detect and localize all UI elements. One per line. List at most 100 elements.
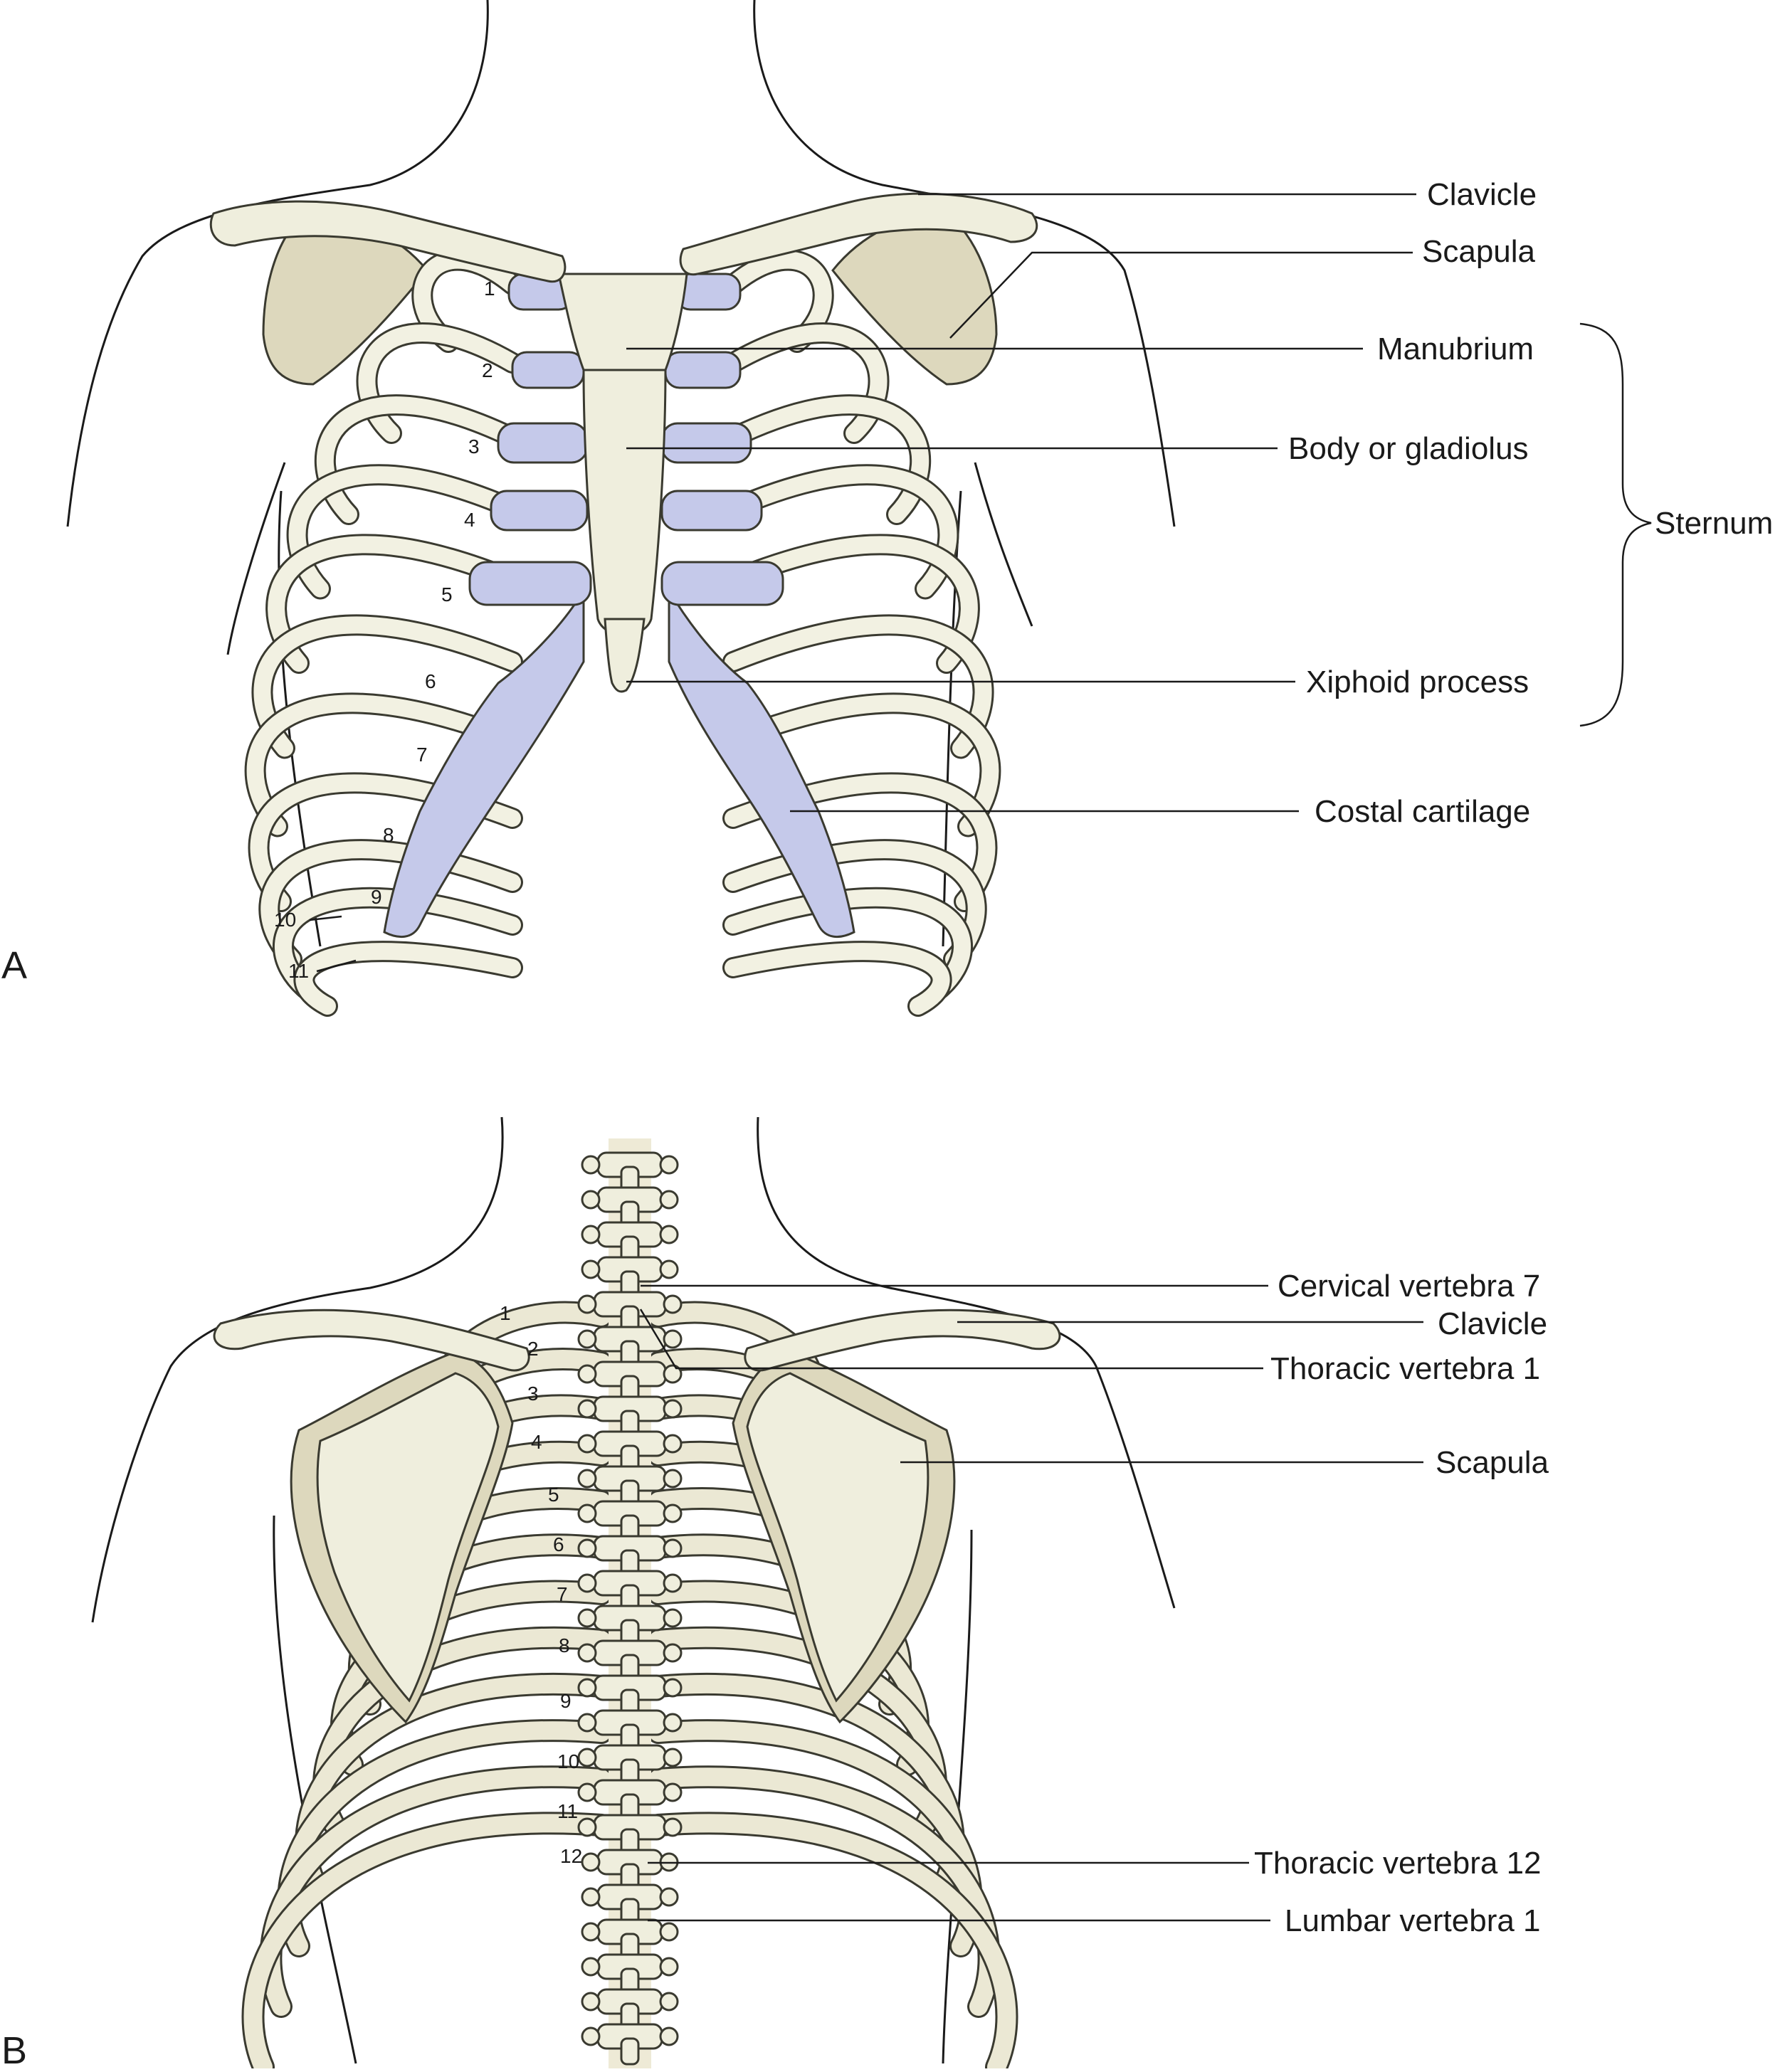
transverse-process: [582, 1191, 599, 1208]
transverse-process: [664, 1819, 681, 1836]
transverse-process: [664, 1331, 681, 1348]
label-a-costal: Costal cartilage: [1315, 794, 1530, 829]
transverse-process: [579, 1679, 596, 1696]
rib-number-a: 10: [274, 909, 296, 931]
rib-number-b: 11: [557, 1800, 578, 1822]
cartilage-a-l5: [470, 562, 591, 605]
transverse-process: [660, 1226, 678, 1243]
transverse-process: [664, 1784, 681, 1801]
cartilage-a-l2: [512, 352, 584, 388]
transverse-process: [664, 1505, 681, 1522]
label-a-manubrium: Manubrium: [1377, 332, 1534, 366]
clavicle-b-right: [745, 1310, 1060, 1370]
transverse-process: [582, 1923, 599, 1940]
transverse-process: [664, 1749, 681, 1766]
rib-number-b: 10: [557, 1750, 579, 1772]
label-b-scapula: Scapula: [1436, 1445, 1549, 1480]
transverse-process: [582, 2028, 599, 2045]
transverse-process: [664, 1644, 681, 1661]
transverse-process: [579, 1575, 596, 1592]
label-a-scapula: Scapula: [1422, 234, 1536, 269]
transverse-process: [579, 1819, 596, 1836]
panel-b: Cervical vertebra 7 Clavicle Thoracic ve…: [1, 1117, 1549, 2068]
transverse-process: [582, 1226, 599, 1243]
rib-number-b: 7: [557, 1583, 568, 1605]
transverse-process: [582, 1854, 599, 1871]
rib-number-b: 2: [527, 1338, 539, 1360]
transverse-process: [579, 1505, 596, 1522]
transverse-process: [664, 1540, 681, 1557]
rib-number-b: 8: [559, 1634, 570, 1656]
label-b-t12: Thoracic vertebra 12: [1254, 1846, 1542, 1881]
transverse-process: [579, 1296, 596, 1313]
rib-number-b: 12: [560, 1845, 582, 1867]
cartilage-a-l4: [491, 491, 587, 530]
rib-number-b: 3: [527, 1383, 539, 1405]
rib-number-a: 4: [464, 509, 475, 531]
transverse-process: [664, 1679, 681, 1696]
transverse-process: [664, 1400, 681, 1417]
transverse-process: [579, 1714, 596, 1731]
rib-number-a: 9: [371, 886, 382, 908]
panel-letter-a: A: [1, 944, 27, 987]
transverse-process: [582, 1993, 599, 2010]
transverse-process: [579, 1435, 596, 1452]
cartilage-a-r2: [665, 352, 740, 388]
arm-line-a-right: [975, 462, 1032, 626]
transverse-process: [579, 1331, 596, 1348]
label-a-xiphoid: Xiphoid process: [1306, 665, 1529, 699]
transverse-process: [664, 1714, 681, 1731]
leader-a-scapula: [950, 253, 1413, 338]
transverse-process: [579, 1540, 596, 1557]
rib-number-a: 1: [484, 278, 495, 300]
transverse-process: [664, 1470, 681, 1487]
transverse-process: [664, 1575, 681, 1592]
sternum-brace: [1580, 324, 1651, 726]
transverse-process: [660, 1191, 678, 1208]
cartilage-a-l3: [498, 423, 587, 462]
transverse-process: [579, 1400, 596, 1417]
rib-number-a: 7: [416, 744, 428, 766]
rib-number-b: 6: [553, 1533, 564, 1555]
rib-number-a: 8: [383, 824, 394, 846]
transverse-process: [664, 1610, 681, 1627]
manubrium: [559, 274, 687, 370]
label-b-clavicle: Clavicle: [1438, 1306, 1547, 1341]
transverse-process: [579, 1784, 596, 1801]
transverse-process: [582, 1156, 599, 1173]
transverse-process: [660, 1993, 678, 2010]
transverse-process: [579, 1610, 596, 1627]
label-a-body: Body or gladiolus: [1288, 431, 1529, 466]
label-b-l1: Lumbar vertebra 1: [1285, 1903, 1541, 1938]
xiphoid: [605, 619, 644, 692]
label-a-sternum: Sternum: [1655, 506, 1773, 541]
transverse-process: [664, 1296, 681, 1313]
panel-a: Clavicle Scapula Manubrium Body or gladi…: [1, 0, 1773, 1006]
transverse-process: [660, 1261, 678, 1278]
rib-a-fill: [733, 951, 942, 1006]
transverse-process: [579, 1749, 596, 1766]
rib-a-fill: [304, 951, 512, 1006]
transverse-process: [660, 1958, 678, 1975]
transverse-process: [579, 1470, 596, 1487]
transverse-process: [579, 1365, 596, 1383]
transverse-process: [582, 1261, 599, 1278]
scapula-a-right: [833, 213, 996, 384]
rib-number-b: 9: [560, 1690, 572, 1712]
transverse-process: [660, 1156, 678, 1173]
label-a-clavicle: Clavicle: [1427, 177, 1537, 212]
cartilage-a-r4: [662, 491, 762, 530]
sternum-body: [584, 370, 665, 635]
panel-letter-b: B: [1, 2029, 27, 2068]
transverse-process: [579, 1644, 596, 1661]
rib-number-b: 4: [531, 1431, 542, 1453]
cartilage-a-r5: [662, 562, 783, 605]
rib-number-a: 3: [468, 435, 480, 458]
label-b-t1: Thoracic vertebra 1: [1270, 1351, 1540, 1386]
rib-number-a: 2: [482, 359, 493, 381]
transverse-process: [582, 1888, 599, 1906]
transverse-process: [660, 1923, 678, 1940]
transverse-process: [660, 2028, 678, 2045]
transverse-process: [660, 1888, 678, 1906]
